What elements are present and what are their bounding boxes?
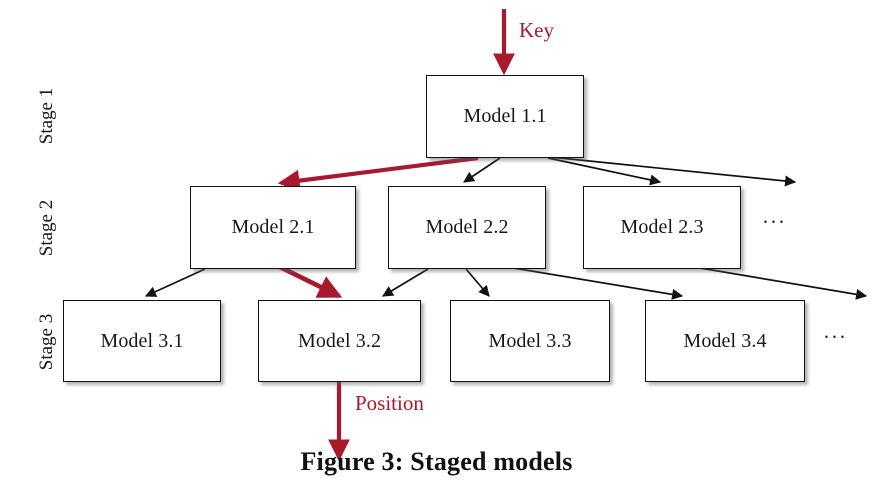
key-label: Key	[519, 18, 554, 42]
edge-model-2-2-to-model-3-3	[465, 268, 490, 297]
edge-model-2-1-to-model-3-1	[144, 268, 206, 297]
figure-caption: Figure 3: Staged models	[300, 447, 573, 476]
node-model-3-1[interactable]: Model 3.1	[63, 300, 221, 382]
node-label: Model 2.3	[620, 216, 704, 238]
node-model-3-2[interactable]: Model 3.2	[258, 300, 421, 382]
node-model-1-1[interactable]: Model 1.1	[426, 75, 584, 158]
node-model-2-2[interactable]: Model 2.2	[388, 186, 546, 269]
node-label: Model 1.1	[463, 105, 547, 127]
node-label: Model 2.2	[425, 216, 509, 238]
node-model-2-3[interactable]: Model 2.3	[583, 186, 741, 269]
ellipsis-stage-3: ···	[823, 325, 847, 349]
edge-model-2-2-to-model-3-2	[382, 268, 429, 297]
node-model-3-3[interactable]: Model 3.3	[450, 300, 610, 382]
edge-model-2-1-to-model-3-2	[276, 263, 343, 299]
edge-model-1-1-to-model-2-1	[277, 155, 479, 192]
node-label: Model 3.2	[297, 329, 382, 352]
position-label: Position	[355, 391, 424, 415]
edge-model-2-3-to-ellipsis-stage-3	[699, 267, 868, 300]
stage-label-3: Stage 3	[36, 313, 57, 371]
edge-model-1-1-to-model-2-3	[547, 157, 662, 186]
node-label: Model 3.1	[100, 329, 184, 352]
edge-model-2-2-to-model-3-4	[506, 266, 684, 300]
stage-label-1: Stage 1	[36, 87, 57, 145]
node-label: Model 3.4	[683, 329, 767, 352]
node-model-2-1[interactable]: Model 2.1	[190, 186, 356, 269]
node-label: Model 2.1	[231, 216, 315, 238]
ellipsis-stage-2: ···	[762, 210, 786, 234]
node-model-3-4[interactable]: Model 3.4	[645, 300, 805, 382]
node-label: Model 3.3	[488, 329, 572, 352]
stage-label-2: Stage 2	[36, 199, 57, 257]
edge-model-1-1-to-ellipsis-stage-2	[549, 156, 797, 187]
edge-model-1-1-to-model-2-2	[463, 157, 501, 183]
